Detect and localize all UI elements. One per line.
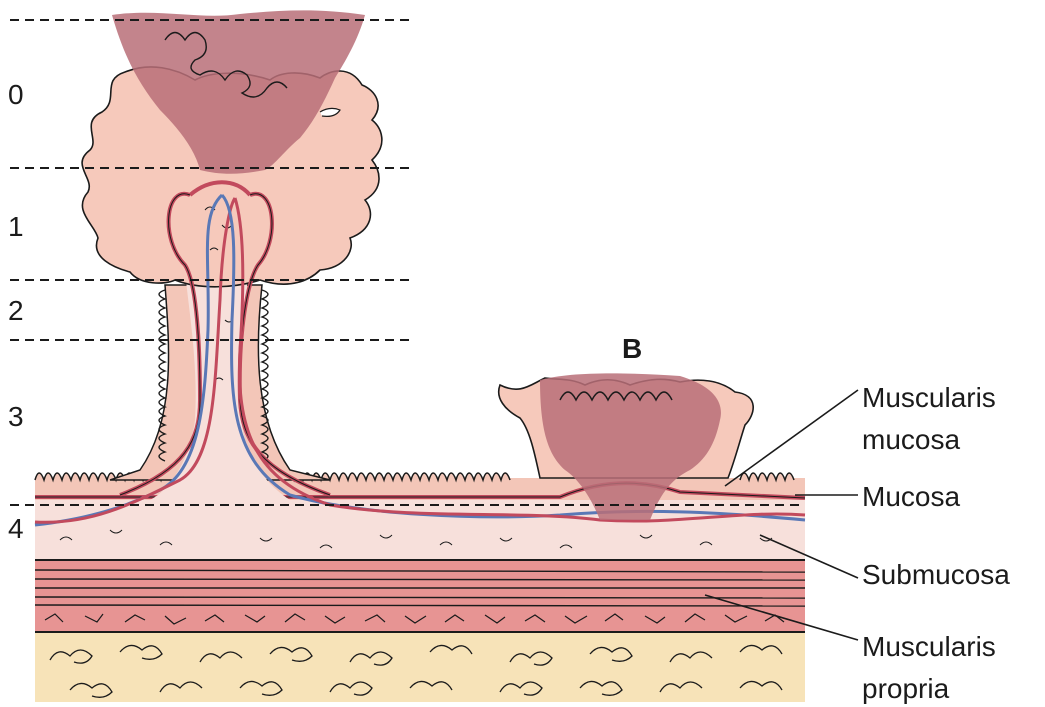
- label-submucosa: Submucosa: [862, 559, 1010, 590]
- label-muscularis-mucosa-line1: Muscularis: [862, 382, 996, 413]
- label-muscularis-mucosa-line2: mucosa: [862, 424, 960, 455]
- level-label-2: 2: [8, 295, 24, 326]
- serosa-layer: [35, 632, 805, 702]
- level-label-4: 4: [8, 513, 24, 544]
- label-muscularis-propria-line1: Muscularis: [862, 631, 996, 662]
- submucosa-layer: [35, 500, 805, 560]
- polyp-b-marker: B: [622, 333, 642, 364]
- level-label-0: 0: [8, 79, 24, 110]
- level-label-1: 1: [8, 211, 24, 242]
- label-muscularis-propria-line2: propria: [862, 673, 950, 704]
- level-label-3: 3: [8, 401, 24, 432]
- label-mucosa: Mucosa: [862, 481, 960, 512]
